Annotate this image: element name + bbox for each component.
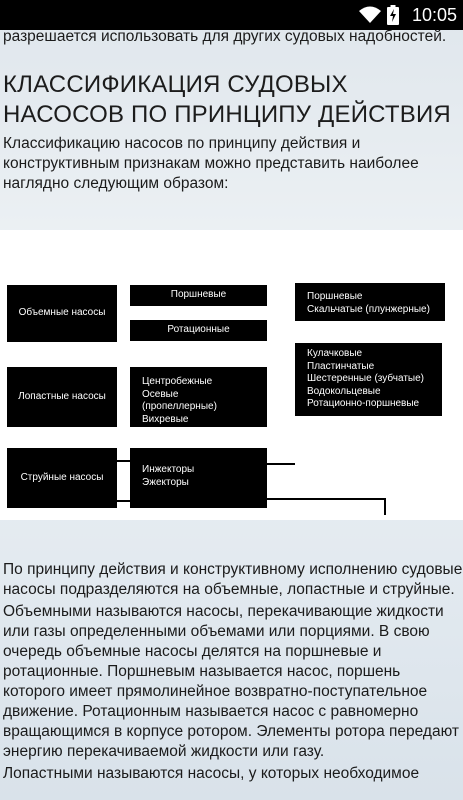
vane-types-box: Центробежные Осевые (пропеллерные) Вихре…: [130, 367, 267, 427]
status-bar: 10:05: [0, 0, 463, 30]
connector-line: [115, 460, 132, 462]
piston-types-box: Поршневые Скальчатые (плунжерные): [295, 283, 445, 321]
section-heading: КЛАССИФИКАЦИЯ СУДОВЫХ НАСОСОВ ПО ПРИНЦИП…: [3, 71, 451, 128]
connector-line: [265, 463, 295, 465]
jet-pumps-box: Струйные насосы: [7, 448, 117, 508]
connector-line: [265, 498, 385, 500]
connector-line: [384, 498, 386, 515]
rotary-types-box: Кулачковые Пластинчатые Шестеренные (зуб…: [295, 343, 442, 416]
piston-pumps-box: Поршневые: [130, 285, 267, 306]
volumetric-pumps-box: Объемные насосы: [7, 285, 117, 342]
intro-text: Классификацию насосов по принципу действ…: [3, 135, 419, 192]
connector-line: [115, 500, 132, 502]
jet-types-box: Инжекторы Эжекторы: [130, 448, 267, 508]
body-text: По принципу действия и конструктивному и…: [0, 560, 463, 786]
paragraph: По принципу действия и конструктивному и…: [3, 561, 463, 598]
status-time: 10:05: [411, 5, 457, 25]
wifi-icon: [359, 6, 381, 23]
top-fragment-text: разрешается использовать для других судо…: [3, 28, 447, 45]
vane-pumps-box: Лопастные насосы: [7, 367, 117, 427]
rotary-pumps-box: Ротационные: [130, 320, 267, 341]
classification-diagram: Объемные насосы Поршневые Ротационные По…: [0, 230, 463, 520]
paragraph: Лопастными называются насосы, у которых …: [3, 765, 420, 782]
battery-charging-icon: [387, 5, 399, 25]
paragraph: Объемными называются насосы, перекачиваю…: [3, 603, 459, 760]
